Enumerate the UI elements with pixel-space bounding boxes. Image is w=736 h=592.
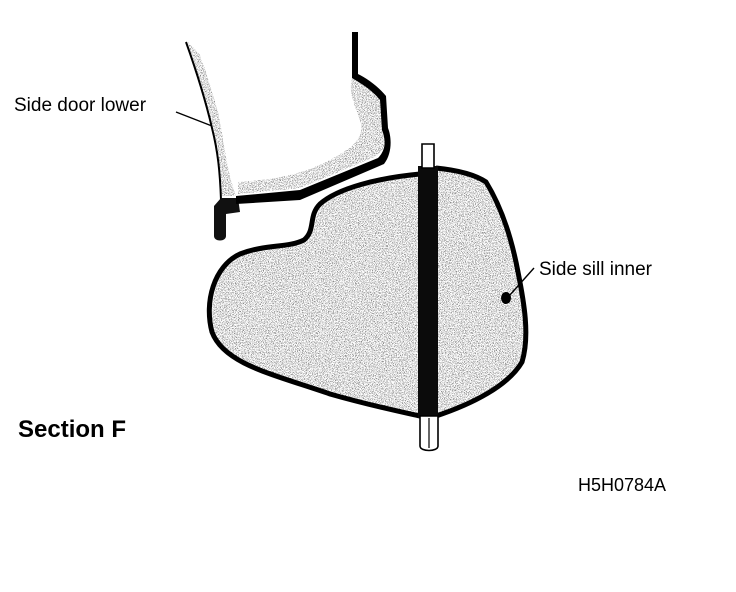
leader-side-door-lower bbox=[175, 111, 213, 127]
sill-top-flange bbox=[421, 143, 435, 169]
sill-outline bbox=[206, 165, 529, 419]
sill-center-reinforcement bbox=[418, 166, 438, 418]
sill-left-chamber-shade bbox=[212, 176, 420, 414]
leader-side-sill-inner bbox=[508, 267, 535, 297]
side-door-lower-panel bbox=[185, 32, 391, 241]
door-skin-outline bbox=[185, 41, 222, 232]
side-door-lower-label: Side door lower bbox=[14, 95, 147, 116]
figure-code: H5H0784A bbox=[578, 475, 667, 495]
side-sill-section bbox=[206, 143, 529, 452]
door-inner-shade bbox=[238, 78, 386, 194]
side-sill-inner-label: Side sill inner bbox=[539, 259, 652, 280]
sill-inner-marker bbox=[501, 292, 511, 304]
sill-right-chamber-shade bbox=[436, 170, 524, 414]
leader-lines bbox=[175, 111, 535, 297]
door-skin-shade bbox=[188, 42, 236, 196]
door-flange bbox=[214, 198, 240, 241]
section-title: Section F bbox=[18, 416, 127, 443]
